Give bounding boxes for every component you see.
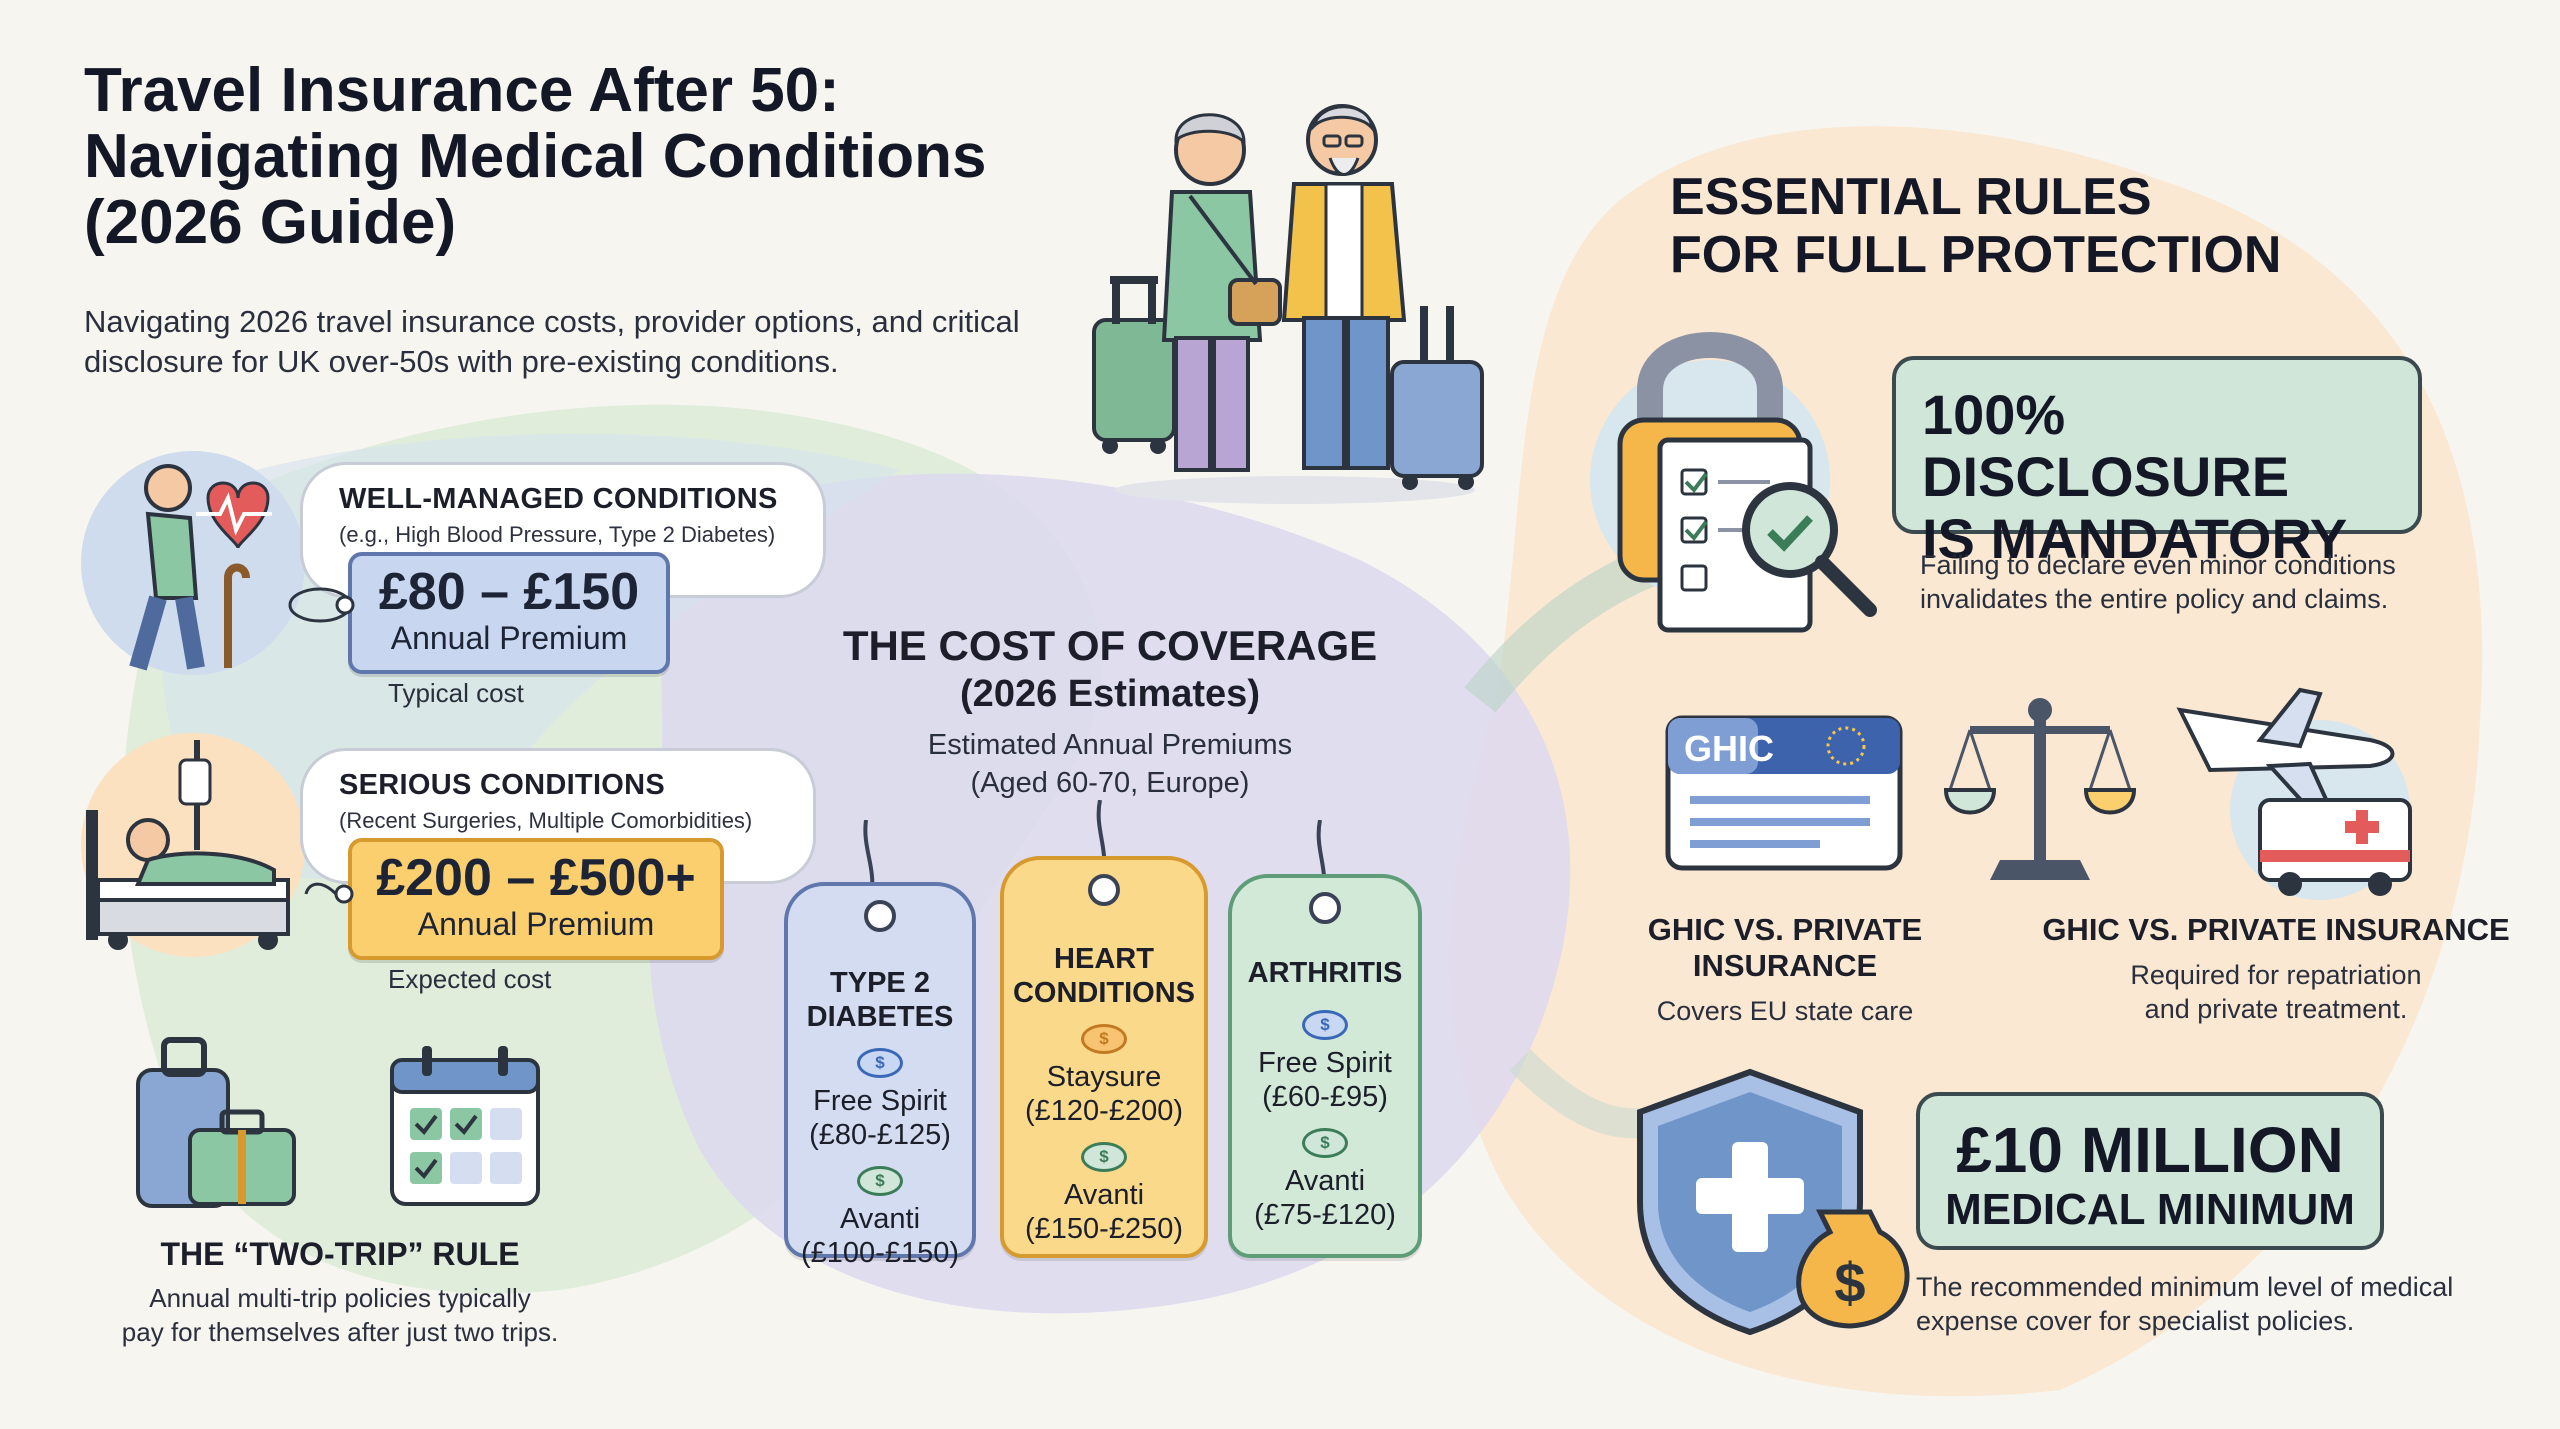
- tag-2-provider-1: Staysure: [1046, 1061, 1162, 1093]
- subtitle-line-1: Navigating 2026 travel insurance costs, …: [84, 304, 1020, 339]
- ghic-card-icon: [1665, 715, 1903, 871]
- medical-note-line-1: The recommended minimum level of medical: [1916, 1272, 2454, 1302]
- medical-minimum-callout: £10 MILLION MEDICAL MINIMUM: [1916, 1092, 2384, 1250]
- tag-arthritis: ARTHRITIS $ Free Spirit (£60-£95) $ Avan…: [1228, 874, 1422, 1258]
- tag-2-name-line-1: HEART: [1054, 943, 1154, 975]
- tag-2-provider-2: Avanti: [1063, 1179, 1145, 1211]
- tag-3-name-line-1: ARTHRITIS: [1247, 957, 1403, 989]
- rules-title: ESSENTIAL RULES FOR FULL PROTECTION: [1670, 168, 2281, 284]
- tag-hole: [1088, 874, 1120, 906]
- rules-title-line-1: ESSENTIAL RULES: [1670, 168, 2152, 226]
- ghic-left-block: GHIC VS. PRIVATE INSURANCE Covers EU sta…: [1560, 912, 2010, 1028]
- title-line-3: (2026 Guide): [84, 188, 457, 257]
- two-trip-block: THE “TWO-TRIP” RULE Annual multi-trip po…: [80, 1236, 600, 1349]
- tag-2-range-1: (£120-£200): [1025, 1095, 1183, 1127]
- two-trip-heading: THE “TWO-TRIP” RULE: [160, 1236, 520, 1272]
- ghic-left-line-1: Covers EU state care: [1656, 996, 1914, 1026]
- cost-title-line-2: (2026 Estimates): [960, 673, 1260, 715]
- tag-3-range-1: (£60-£95): [1262, 1081, 1388, 1113]
- ghic-card-label: GHIC: [1684, 728, 1774, 769]
- disclosure-note-line-2: invalidates the entire policy and claims…: [1920, 584, 2389, 614]
- serious-caption: Expected cost: [388, 964, 552, 994]
- walking-cane-heart-icon: [81, 451, 305, 675]
- balance-scale-icon: [1943, 698, 2137, 880]
- tag-heart-conditions: HEART CONDITIONS $ Staysure (£120-£200) …: [1000, 856, 1208, 1258]
- page-title: Travel Insurance After 50: Navigating Me…: [84, 58, 1084, 256]
- page-subtitle: Navigating 2026 travel insurance costs, …: [84, 302, 1044, 382]
- two-trip-line-2: pay for themselves after just two trips.: [121, 1317, 559, 1347]
- tag-1-provider-2: Avanti: [839, 1203, 921, 1235]
- well-managed-heading: WELL-MANAGED CONDITIONS: [339, 483, 778, 515]
- ghic-left-heading: GHIC VS. PRIVATE INSURANCE: [1647, 912, 1923, 983]
- coin-icon: $: [857, 1166, 903, 1196]
- tag-string-icon: [304, 882, 354, 904]
- serious-price-tag: £200 – £500+ Annual Premium: [348, 838, 724, 960]
- tag-1-range-2: (£100-£150): [801, 1237, 959, 1269]
- serious-heading: SERIOUS CONDITIONS: [339, 769, 666, 801]
- serious-price-label: Annual Premium: [417, 906, 655, 942]
- cost-sub-line-1: Estimated Annual Premiums: [927, 729, 1293, 761]
- tag-string-icon: [288, 587, 355, 623]
- airplane-ambulance-icon: [2176, 687, 2412, 900]
- title-line-2: Navigating Medical Conditions: [84, 122, 987, 191]
- two-trip-line-1: Annual multi-trip policies typically: [149, 1283, 531, 1313]
- tag-1-range-1: (£80-£125): [809, 1119, 951, 1151]
- well-managed-price-label: Annual Premium: [390, 620, 628, 656]
- tag-type-2-diabetes: TYPE 2 DIABETES $ Free Spirit (£80-£125)…: [784, 882, 976, 1269]
- tag-hole: [1309, 892, 1341, 924]
- subtitle-line-2: disclosure for UK over-50s with pre-exis…: [84, 344, 839, 379]
- senior-couple-illustration: [1092, 104, 1484, 504]
- ghic-right-heading: GHIC VS. PRIVATE INSURANCE: [2042, 912, 2510, 947]
- tag-3-range-2: (£75-£120): [1254, 1199, 1396, 1231]
- coin-icon: $: [1081, 1142, 1127, 1172]
- calendar-icon: [390, 1046, 540, 1206]
- disclosure-line-1: 100% DISCLOSURE: [1922, 383, 2290, 508]
- cost-title-line-1: THE COST OF COVERAGE: [842, 622, 1378, 669]
- cost-header: THE COST OF COVERAGE (2026 Estimates) Es…: [800, 622, 1420, 802]
- ghic-right-line-2: and private treatment.: [2144, 994, 2408, 1024]
- coin-icon: $: [1302, 1010, 1348, 1040]
- tag-1-name-line-1: TYPE 2: [830, 967, 930, 999]
- tag-hole: [864, 900, 896, 932]
- coin-icon: $: [857, 1048, 903, 1078]
- medical-line-1: £10 MILLION: [1956, 1114, 2344, 1186]
- coin-icon: $: [1081, 1024, 1127, 1054]
- disclosure-callout: 100% DISCLOSURE IS MANDATORY: [1892, 356, 2422, 570]
- tag-2-range-2: (£150-£250): [1025, 1213, 1183, 1245]
- medical-note: The recommended minimum level of medical…: [1916, 1270, 2516, 1338]
- serious-price: £200 – £500+: [376, 849, 696, 907]
- disclosure-note: Failing to declare even minor conditions…: [1920, 548, 2480, 616]
- serious-examples: (Recent Surgeries, Multiple Comorbiditie…: [339, 808, 753, 833]
- tag-3-provider-2: Avanti: [1284, 1165, 1366, 1197]
- well-managed-price: £80 – £150: [378, 563, 640, 621]
- tag-1-name-line-2: DIABETES: [806, 1001, 954, 1033]
- tag-2-name-line-2: CONDITIONS: [1012, 977, 1196, 1009]
- disclosure-line-2: IS MANDATORY: [1922, 507, 2348, 570]
- coin-icon: $: [1302, 1128, 1348, 1158]
- title-line-1: Travel Insurance After 50:: [84, 56, 840, 125]
- hospital-bed-icon: [81, 733, 305, 957]
- ghic-right-line-1: Required for repatriation: [2130, 960, 2422, 990]
- ghic-right-block: GHIC VS. PRIVATE INSURANCE Required for …: [2036, 912, 2516, 1026]
- medical-line-2: MEDICAL MINIMUM: [1945, 1185, 2355, 1234]
- tag-1-provider-1: Free Spirit: [813, 1085, 947, 1117]
- padlock-checklist-icon: [1590, 332, 1877, 633]
- rules-title-line-2: FOR FULL PROTECTION: [1670, 226, 2282, 284]
- shield-money-icon: $: [1637, 1068, 1910, 1336]
- cost-sub-line-2: (Aged 60-70, Europe): [970, 767, 1250, 799]
- well-managed-caption: Typical cost: [388, 678, 524, 708]
- luggage-icon: [136, 1037, 296, 1208]
- disclosure-note-line-1: Failing to declare even minor conditions: [1920, 550, 2396, 580]
- tag-3-provider-1: Free Spirit: [1258, 1047, 1392, 1079]
- svg-text:$: $: [1834, 1251, 1865, 1314]
- well-managed-price-tag: £80 – £150 Annual Premium: [348, 552, 670, 674]
- medical-note-line-2: expense cover for specialist policies.: [1916, 1306, 2355, 1336]
- well-managed-examples: (e.g., High Blood Pressure, Type 2 Diabe…: [339, 522, 776, 547]
